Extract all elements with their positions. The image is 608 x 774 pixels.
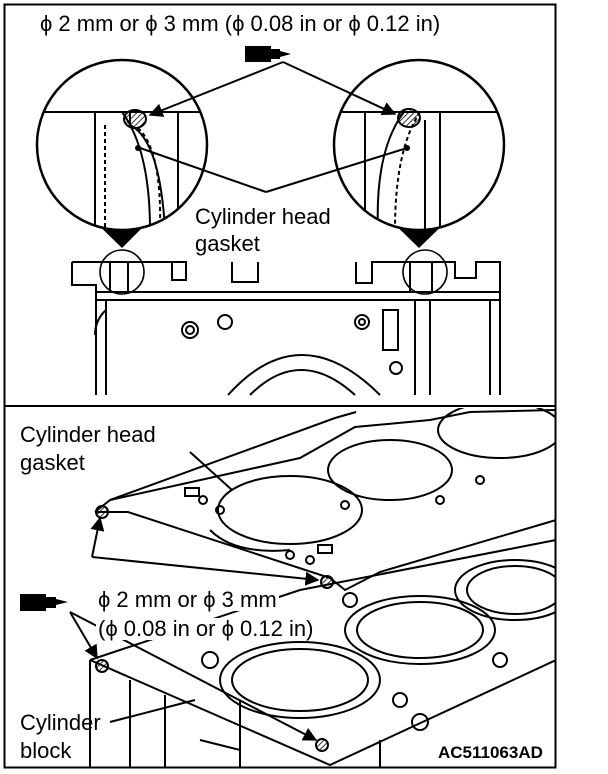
bottom-dimension-line2: (ϕ 0.08 in or ϕ 0.12 in) — [96, 616, 316, 641]
block-label-line2: block — [20, 738, 72, 763]
block-label-line1: Cylinder — [20, 710, 101, 735]
bottom-gasket-label-line2: gasket — [20, 450, 85, 475]
left-magnified-view — [35, 58, 209, 232]
bottom-dimension-line1: ϕ 2 mm or ϕ 3 mm — [96, 587, 279, 612]
right-magnified-view — [332, 58, 506, 232]
outer-frame — [3, 3, 557, 769]
top-gasket-label-line1: Cylinder head — [195, 204, 331, 229]
bottom-gasket-label-line1: Cylinder head — [20, 422, 156, 447]
sealant-tube-icon — [245, 46, 291, 62]
top-panel-drawing — [71, 249, 501, 396]
top-gasket-label-line2: gasket — [195, 231, 260, 256]
bottom-seal-dots — [95, 505, 334, 752]
top-leaders — [139, 61, 408, 193]
bottom-panel-drawing — [89, 408, 555, 768]
top-dimension-label: ϕ 2 mm or ϕ 3 mm (ϕ 0.08 in or ϕ 0.12 in… — [40, 11, 441, 36]
sealant-tube-icon-bottom — [20, 594, 68, 611]
figure-code: AC511063AD — [436, 743, 545, 762]
